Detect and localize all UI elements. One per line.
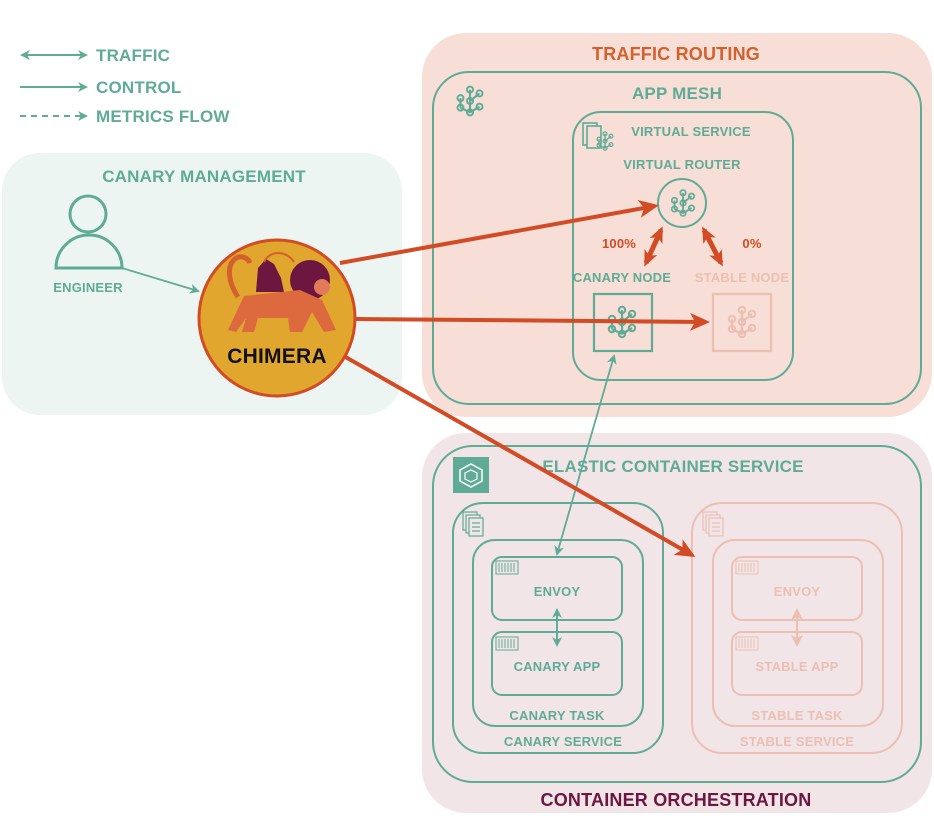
stable-node[interactable]: [711, 292, 773, 353]
stable-app-label: STABLE APP: [756, 659, 839, 674]
engineer[interactable]: ENGINEER: [53, 194, 124, 295]
virtual-service-box: VIRTUAL SERVICE VIRTUAL ROUTER 100% 0% C…: [572, 111, 794, 381]
traffic-routing-group: TRAFFIC ROUTING APP MESH VIRTUAL SERVICE…: [422, 33, 932, 417]
virtual-service-title: VIRTUAL SERVICE: [631, 124, 751, 139]
stable-task[interactable]: STABLE TASK ENVOY: [712, 539, 884, 727]
canary-app-label: CANARY APP: [514, 659, 601, 674]
virtual-service-icon: [582, 122, 614, 151]
chimera-controller[interactable]: CHIMERA: [197, 238, 357, 398]
ecs-icon: [453, 457, 489, 493]
app-mesh-title: APP MESH: [632, 84, 722, 103]
router-to-stable-traffic-arrow: [701, 226, 724, 267]
stable-envoy-label: ENVOY: [774, 584, 821, 599]
person-icon: [54, 194, 124, 270]
legend-control: CONTROL: [20, 78, 181, 97]
engineer-to-chimera-control-arrow: [121, 267, 200, 294]
canary-node-label: CANARY NODE: [573, 270, 671, 285]
container-icon: [735, 636, 759, 651]
canary-service-label: CANARY SERVICE: [504, 734, 622, 749]
canary-weight-label: 100%: [602, 236, 636, 251]
stable-weight-label: 0%: [742, 236, 761, 251]
router-to-canary-traffic-arrow: [643, 226, 664, 267]
stable-service-label: STABLE SERVICE: [740, 734, 854, 749]
legend-traffic: TRAFFIC: [20, 46, 170, 65]
chimera-label: CHIMERA: [227, 345, 326, 368]
canary-service[interactable]: CANARY SERVICE CANARY TASK ENVOY: [452, 502, 664, 754]
virtual-router-title: VIRTUAL ROUTER: [623, 157, 741, 172]
app-mesh-box: APP MESH VIRTUAL SERVICE VIRTUAL ROUTER …: [432, 71, 922, 405]
chimera-to-virtual-router-control-arrow: [339, 199, 659, 265]
chimera-to-stable-service-control-arrow: [341, 353, 696, 557]
container-orchestration-title: CONTAINER ORCHESTRATION: [541, 790, 812, 810]
canary-envoy-label: ENVOY: [534, 584, 581, 599]
chimera-logo: CHIMERA: [227, 252, 336, 368]
chimera-to-stable-node-control-arrow: [355, 312, 710, 331]
container-icon: [735, 560, 759, 575]
legend-control-label: CONTROL: [96, 78, 181, 97]
stable-service[interactable]: STABLE SERVICE STABLE TASK ENVOY: [691, 502, 903, 754]
service-icon: [702, 511, 724, 537]
legend: TRAFFIC CONTROL METRICS FLOW: [20, 46, 230, 126]
service-icon: [462, 511, 484, 537]
engineer-label: ENGINEER: [53, 280, 123, 295]
stable-node-label: STABLE NODE: [695, 270, 790, 285]
canary-task-label-text: CANARY TASK: [509, 708, 605, 723]
traffic-routing-title: TRAFFIC ROUTING: [592, 44, 760, 64]
container-icon: [495, 636, 519, 651]
container-orchestration-group: CONTAINER ORCHESTRATION ELASTIC CONTAINE…: [422, 433, 932, 813]
legend-metrics: METRICS FLOW: [20, 107, 230, 126]
legend-metrics-label: METRICS FLOW: [96, 107, 230, 126]
stable-task-label: STABLE TASK: [751, 708, 843, 723]
container-icon: [495, 560, 519, 575]
legend-traffic-label: TRAFFIC: [96, 46, 170, 65]
canary-node-to-envoy-traffic-arrow: [554, 354, 617, 556]
canary-task[interactable]: CANARY TASK ENVOY: [472, 539, 644, 727]
canary-management-title: CANARY MANAGEMENT: [102, 167, 306, 186]
